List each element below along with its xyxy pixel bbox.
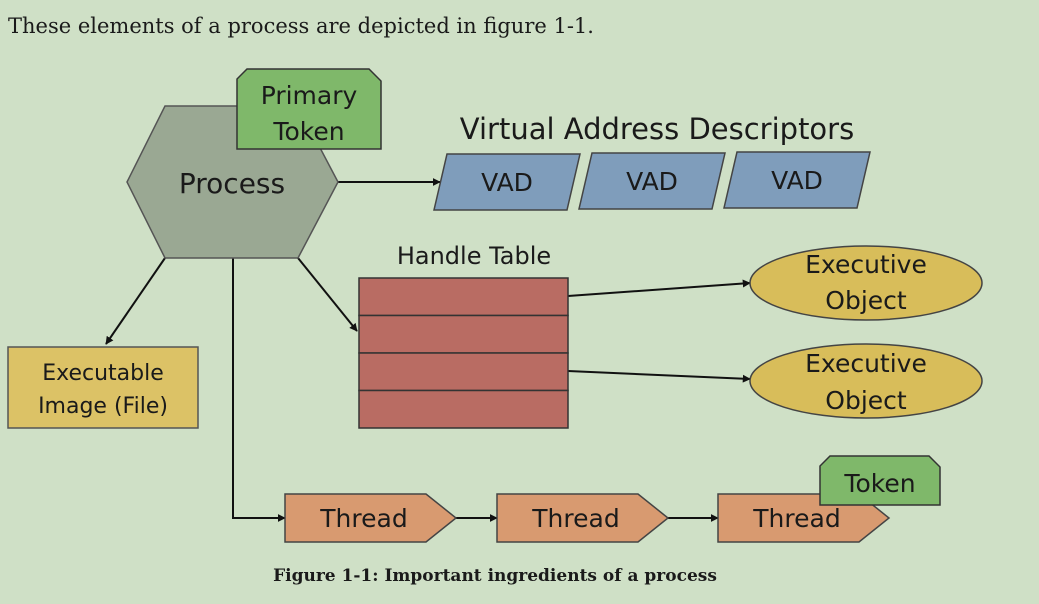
vad-label: VAD [481, 168, 533, 197]
thread-token-node: Token [819, 455, 941, 506]
executive-object-line2: Object [825, 386, 907, 415]
executive-object-ellipse [749, 343, 983, 419]
process-label: Process [179, 167, 285, 200]
executable-image-line1: Executable [42, 361, 164, 386]
vad-label: VAD [771, 166, 823, 195]
vad-label: VAD [626, 167, 678, 196]
primary-token-node: Primary Token [236, 68, 382, 150]
thread-label: Thread [531, 504, 619, 533]
vad-item: VAD [578, 152, 726, 210]
vad-item: VAD [723, 151, 871, 209]
thread-node: Thread [284, 493, 458, 543]
vad-parallelogram [433, 153, 581, 211]
executable-image-node: Executable Image (File) [7, 346, 199, 429]
primary-token-line2: Token [272, 117, 344, 146]
handle-table-row [358, 277, 569, 317]
vad-item: VAD [433, 153, 581, 211]
executable-image-line2: Image (File) [38, 394, 168, 419]
handle-table-row [358, 314, 569, 354]
executive-object-line1: Executive [805, 250, 927, 279]
thread-pentagon [284, 493, 458, 543]
executive-object: Executive Object [749, 343, 983, 419]
executive-object-list: Executive Object Executive Object [749, 245, 983, 419]
executable-image-box [7, 346, 199, 429]
vad-list: VAD VAD VAD [433, 151, 871, 211]
thread-pentagon [496, 493, 670, 543]
executive-object: Executive Object [749, 245, 983, 321]
vad-parallelogram [723, 151, 871, 209]
handle-table: Handle Table [358, 242, 569, 429]
vad-parallelogram [578, 152, 726, 210]
executive-object-ellipse [749, 245, 983, 321]
process-to-thread-arrow [232, 258, 286, 522]
handle-table-title: Handle Table [397, 242, 551, 270]
vad-title: Virtual Address Descriptors [460, 112, 854, 146]
executive-object-line1: Executive [805, 349, 927, 378]
thread-token-label: Token [843, 469, 915, 498]
connectors [105, 178, 751, 522]
process-to-handle-table-arrow [297, 257, 358, 332]
primary-token-box [236, 68, 382, 150]
handle-table-row [358, 352, 569, 392]
handle-to-object1-arrow [567, 279, 751, 297]
thread-list: Thread Thread Thread [284, 493, 891, 543]
thread-token-box [819, 455, 941, 506]
handle-to-object2-arrow [567, 370, 751, 383]
executive-object-line2: Object [825, 286, 907, 315]
primary-token-line1: Primary [261, 81, 358, 110]
process-to-image-arrow [105, 257, 166, 345]
handle-table-row [358, 389, 569, 429]
figure-caption: Figure 1-1: Important ingredients of a p… [273, 566, 717, 586]
thread-label: Thread [752, 504, 840, 533]
thread-label: Thread [319, 504, 407, 533]
thread-node: Thread [496, 493, 670, 543]
intro-text: These elements of a process are depicted… [8, 14, 594, 38]
